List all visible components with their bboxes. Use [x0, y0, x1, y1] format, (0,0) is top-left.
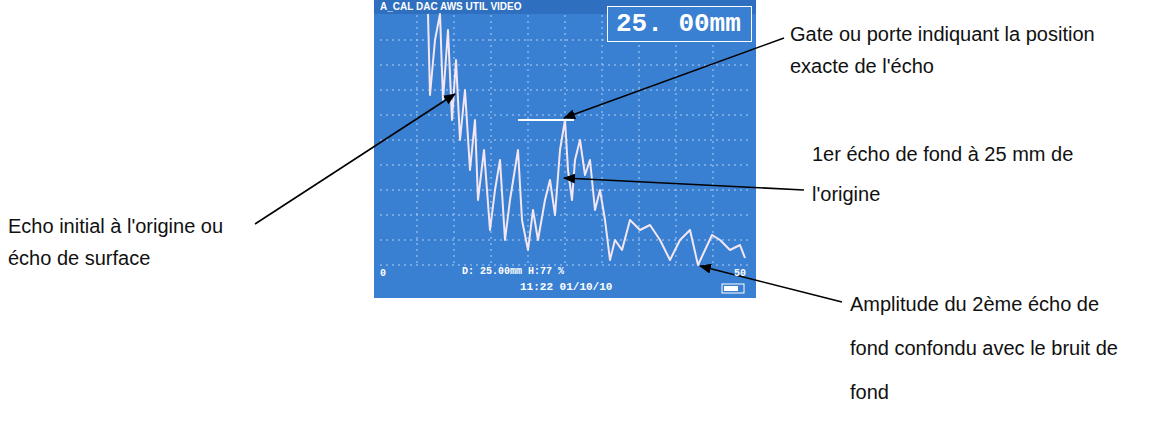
menu-text: A_CAL DAC AWS UTIL VIDEO	[380, 1, 630, 13]
axis-value: 50	[734, 268, 754, 280]
leader-lines	[255, 38, 842, 302]
callout-text: 1er écho de fond à 25 mm de l'origine	[812, 134, 1132, 214]
a-scan-trace	[428, 14, 745, 265]
battery-level	[724, 286, 738, 291]
callout-text: Echo initial à l'origine ou écho de surf…	[8, 210, 248, 274]
readout-value: 25. 00mm	[616, 9, 741, 39]
status-readout: D: 25.00mm H:77 %	[462, 266, 642, 278]
callout-text: Gate ou porte indiquant la position exac…	[790, 18, 1120, 82]
thickness-readout-box: 25. 00mm	[607, 6, 752, 42]
battery-icon	[722, 284, 744, 293]
screen-ground	[374, 0, 756, 298]
gate-line	[518, 119, 574, 121]
screen-grid	[380, 15, 750, 265]
axis-value: 0	[380, 268, 400, 280]
date-time: 11:22 01/10/10	[520, 281, 660, 294]
callout-text: Amplitude du 2ème écho de fond confondu …	[850, 282, 1140, 414]
